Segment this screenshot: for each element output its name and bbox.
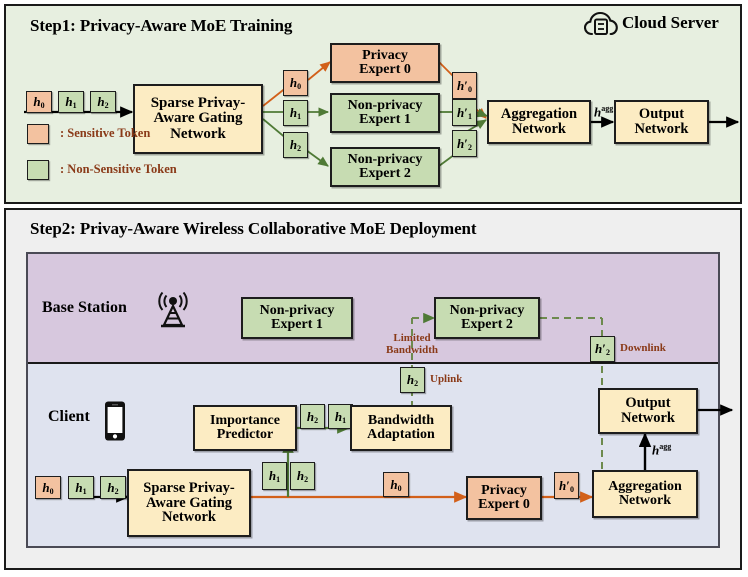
step2-output-network-box: Output Network [598,388,698,434]
token-h1-routed: h1 [283,100,308,126]
base-station-antenna-icon [152,290,194,337]
downlink-label: Downlink [620,342,666,354]
base-station-label: Base Station [42,299,127,316]
step1-nonprivacy-expert-1-box: Non-privacy Expert 1 [330,93,440,133]
token-h0-prime: h′0 [452,72,477,99]
token-h2-uplink: h2 [400,367,425,393]
token-h1-client-input: h1 [68,476,94,499]
token-h0-privacy-route: h0 [383,472,409,497]
token-h2-prime-downlink: h′2 [590,336,615,362]
step2-nonprivacy-expert-2-box: Non-privacy Expert 2 [434,297,540,339]
legend-label-nonsensitive: : Non-Sensitive Token [60,162,177,176]
limited-bandwidth-label: Limited Bandwidth [386,332,438,357]
step1-privacy-expert-0-box: Privacy Expert 0 [330,43,440,83]
token-h0-client-input: h0 [35,476,61,499]
step2-aggregation-network-box: Aggregation Network [592,470,698,518]
cloud-server-icon [583,10,618,43]
token-h2-routed: h2 [283,132,308,158]
uplink-label: Uplink [430,373,463,385]
mobile-phone-icon [103,400,127,447]
cloud-server-label: Cloud Server [622,13,719,32]
step1-nonprivacy-expert-2-box: Non-privacy Expert 2 [330,147,440,187]
step2-inner-frame [26,252,720,548]
token-h2-input: h2 [90,91,116,113]
token-h0-prime-client: h′0 [554,472,579,499]
h-agg-label-step1: hagg [594,104,614,120]
token-h2-prime: h′2 [452,130,477,157]
step2-gating-network-box: Sparse Privay- Aware Gating Network [127,469,251,537]
step2-nonprivacy-expert-1-box: Non-privacy Expert 1 [241,297,353,339]
token-h2-client-input: h2 [100,476,126,499]
step1-title: Step1: Privacy-Aware MoE Training [30,16,293,35]
token-h2-gating-out: h2 [290,462,315,490]
token-h1-gating-out: h1 [262,462,287,490]
h-agg-label-step2: hagg [652,442,672,458]
legend-label-sensitive: : Sensitive Token [60,126,151,140]
importance-predictor-box: Importance Predictor [193,405,297,451]
legend-swatch-sensitive [27,124,49,144]
token-h1-prime: h′1 [452,99,477,126]
step1-output-network-box: Output Network [614,100,709,144]
step2-title: Step2: Privay-Aware Wireless Collaborati… [30,219,477,238]
legend-swatch-nonsensitive [27,160,49,180]
step2-privacy-expert-0-box: Privacy Expert 0 [466,476,542,520]
bandwidth-adaptation-box: Bandwidth Adaptation [350,405,452,451]
token-h1-input: h1 [58,91,84,113]
step1-aggregation-network-box: Aggregation Network [487,100,591,144]
token-h2-predictor-out: h2 [300,404,325,429]
token-h0-input: h0 [26,91,52,113]
client-label: Client [48,408,90,425]
step1-gating-network-box: Sparse Privay- Aware Gating Network [133,84,263,154]
token-h0-routed: h0 [283,70,308,96]
